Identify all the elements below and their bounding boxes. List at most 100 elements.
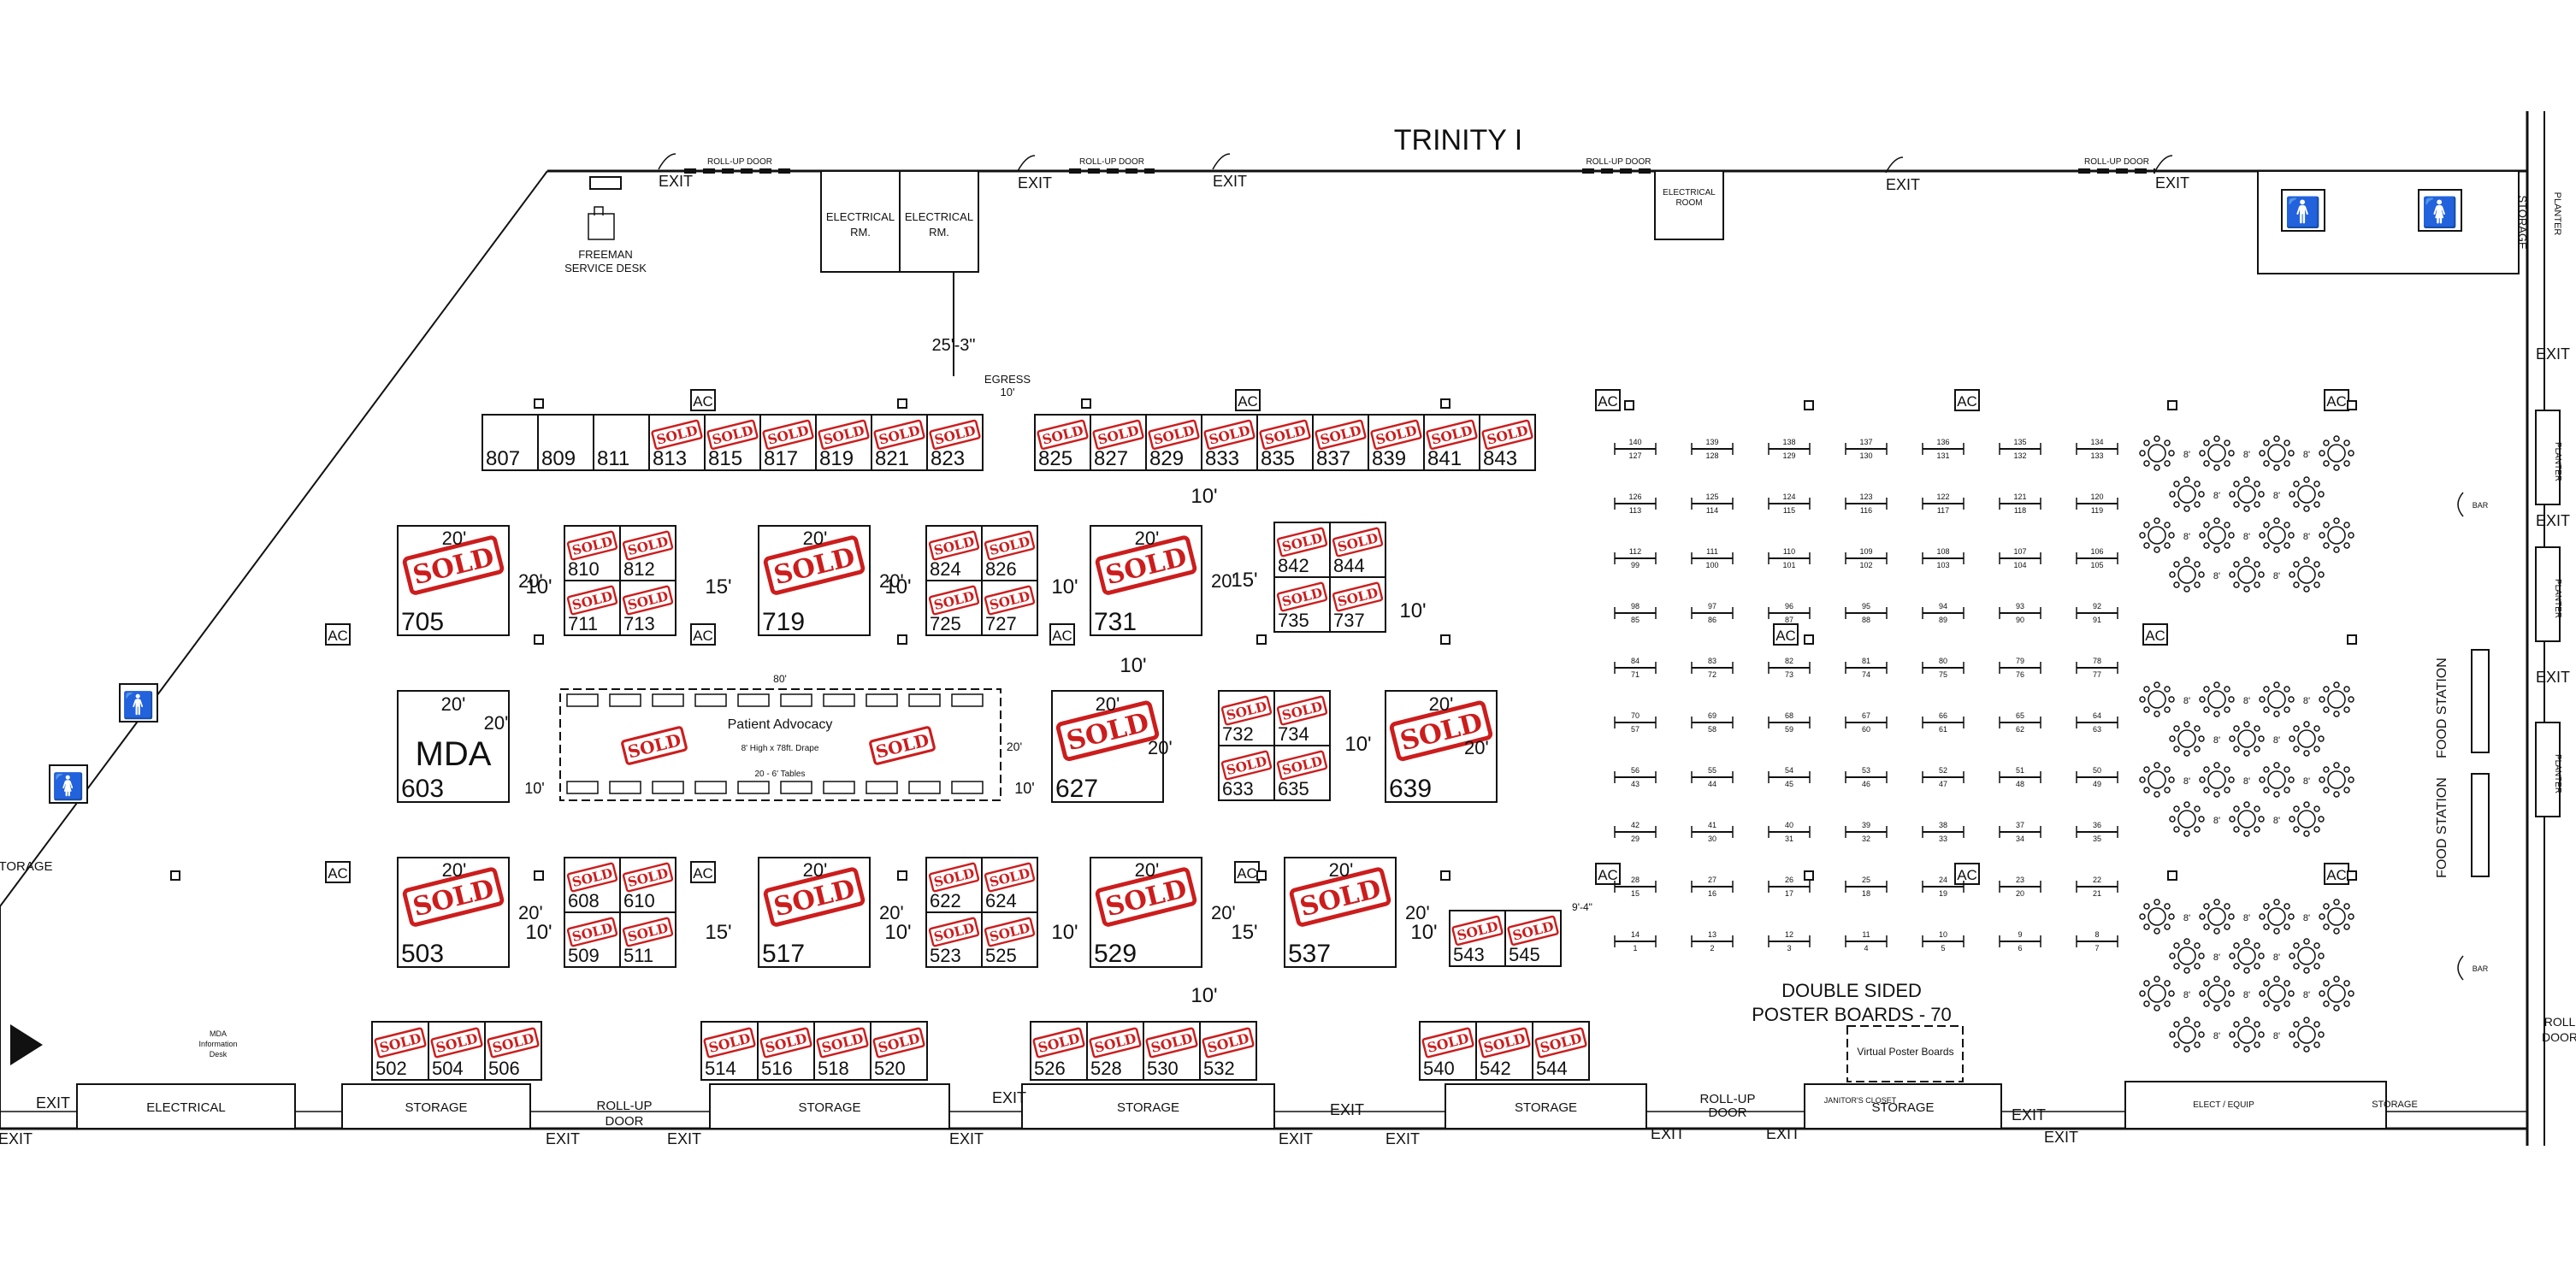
poster-number: 19: [1939, 889, 1947, 898]
exit-label: EXIT: [1651, 1125, 1685, 1142]
booth-811[interactable]: 811: [593, 414, 650, 471]
chair: [2293, 1021, 2300, 1028]
chair: [2243, 967, 2250, 974]
chair: [2224, 460, 2230, 467]
poster-number: 92: [2093, 602, 2101, 610]
chair: [2233, 746, 2240, 752]
poster-number: 137: [1859, 438, 1872, 446]
poster-number: 12: [1785, 930, 1793, 939]
dim-label: 8': [2273, 1031, 2280, 1041]
virtual-poster-area[interactable]: [1846, 1025, 1964, 1082]
poster-number: 6: [2018, 944, 2022, 952]
poster-number: 74: [1862, 670, 1870, 679]
chair: [2154, 546, 2160, 553]
round-table: [2319, 762, 2354, 798]
chair: [2343, 439, 2350, 446]
chair: [2284, 439, 2290, 446]
chair: [2198, 735, 2205, 742]
booth-807[interactable]: 807: [482, 414, 539, 471]
chair: [2154, 762, 2160, 769]
label: ELECTRICAL: [1663, 188, 1716, 198]
booth-809[interactable]: 809: [537, 414, 594, 471]
table-top: [2297, 485, 2316, 504]
chair: [2254, 481, 2260, 487]
sold-stamp-border: [1534, 1027, 1587, 1059]
chair: [2143, 923, 2150, 930]
sold-stamp-border: [984, 585, 1036, 616]
label: ELECT / EQUIP: [2193, 1100, 2254, 1110]
round-table: [2319, 899, 2354, 935]
dim-label: 8': [2213, 816, 2220, 826]
chair: [2198, 491, 2205, 498]
chair: [2213, 976, 2220, 982]
sold-stamp-border: [1259, 419, 1311, 451]
